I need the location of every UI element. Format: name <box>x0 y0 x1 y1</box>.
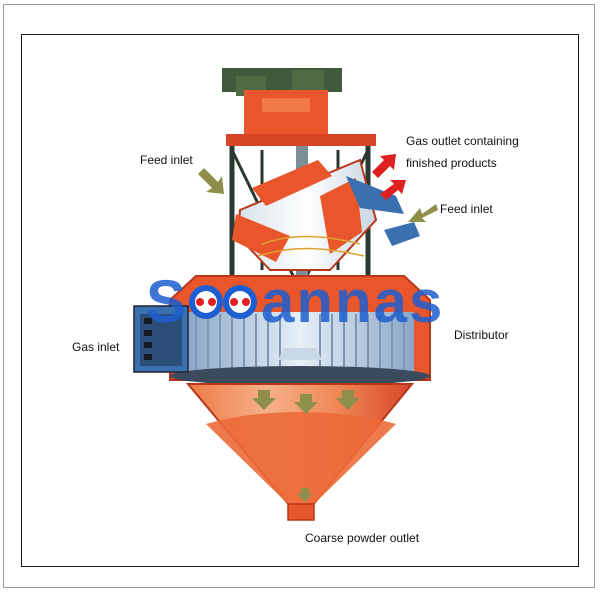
gearbox <box>244 90 328 136</box>
outer-frame <box>3 4 595 588</box>
down-arrow-3 <box>336 390 360 410</box>
upper-chamber <box>232 158 420 271</box>
gas-outlet-label: Gas outlet containing finished products <box>406 130 519 174</box>
gas-outlet-arrows <box>372 154 406 200</box>
coarse-outlet-arrow <box>297 488 313 502</box>
feed-inlet-right-label: Feed inlet <box>440 202 493 216</box>
watermark-logo-dots <box>189 285 257 319</box>
gas-outlet-label-line1: Gas outlet containing <box>406 134 519 148</box>
gas-outlet-arrow-1 <box>372 154 396 178</box>
top-plate <box>226 134 376 146</box>
distributor-ring <box>170 366 430 386</box>
gas-inlet-duct <box>133 305 189 373</box>
gas-inlet-label: Gas inlet <box>72 340 120 354</box>
gas-outlet-arrow-2 <box>380 180 406 200</box>
gas-outlet-label-line2: finished products <box>406 156 497 170</box>
feed-inlet-right-arrow <box>408 204 438 222</box>
coarse-powder-outlet-label: Coarse powder outlet <box>305 531 420 545</box>
gearbox-highlight <box>262 98 310 112</box>
motor-assembly <box>222 68 376 146</box>
cone-hopper <box>185 383 415 521</box>
down-arrow-2 <box>294 394 318 414</box>
down-arrow-1 <box>252 390 276 410</box>
flow-arrows <box>198 168 438 502</box>
distributor-label: Distributor <box>454 328 509 342</box>
feed-inlet-left-label: Feed inlet <box>140 153 193 167</box>
inner-frame <box>21 34 579 567</box>
feed-inlet-left-arrow <box>198 168 224 194</box>
outlet-pipe <box>287 503 315 521</box>
